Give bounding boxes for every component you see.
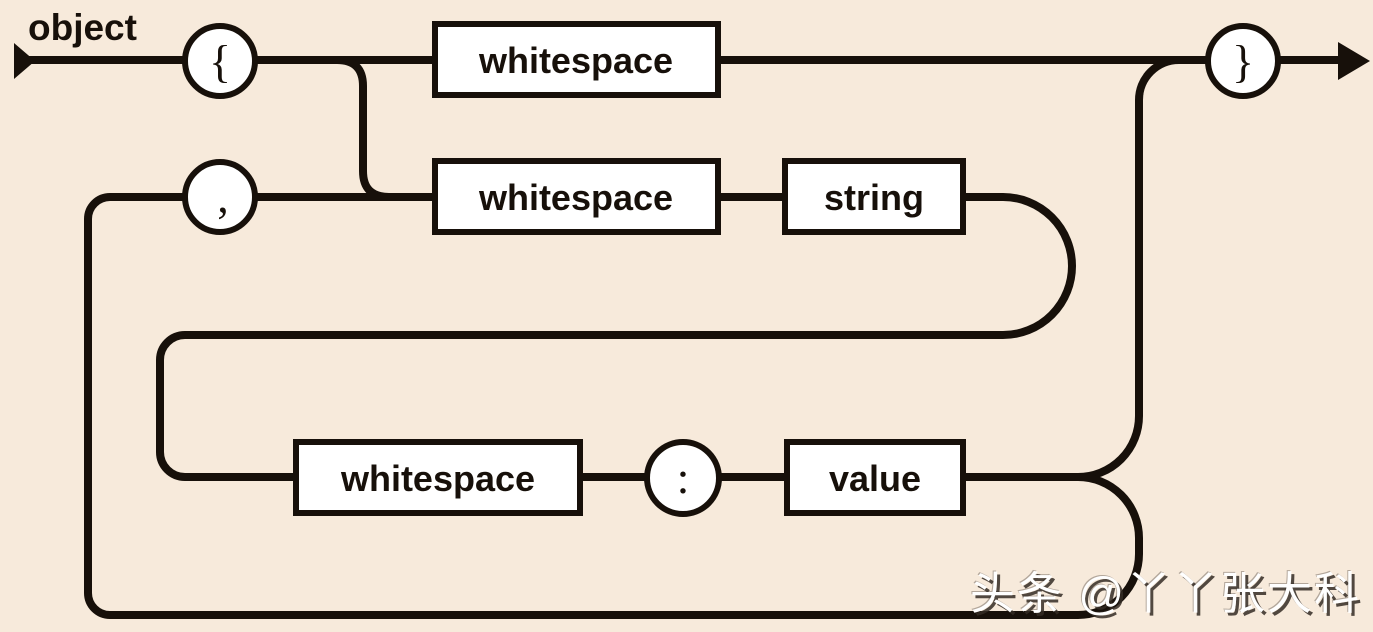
terminal-colon-circle — [644, 439, 722, 517]
track-branch-down — [336, 56, 390, 201]
terminal-colon-label: : — [677, 452, 690, 503]
terminal-comma-circle — [182, 159, 258, 235]
track-string-to-value-row — [110, 193, 1078, 481]
track-loop-back-comma — [84, 193, 1143, 619]
terminal-open-brace-circle — [182, 23, 258, 99]
terminal-colon: : — [644, 439, 722, 517]
node-whitespace-top: whitespace — [432, 21, 721, 98]
node-whitespace-mid: whitespace — [432, 158, 721, 235]
node-whitespace-top-label: whitespace — [478, 40, 673, 81]
node-string-label: string — [824, 177, 924, 218]
node-string-box — [782, 158, 966, 235]
node-whitespace-bottom-box — [293, 439, 583, 516]
node-string: string — [782, 158, 966, 235]
node-whitespace-bottom: whitespace — [293, 439, 583, 516]
node-whitespace-top-box — [432, 21, 721, 98]
node-value: value — [784, 439, 966, 516]
terminal-comma-label: , — [217, 171, 229, 222]
track-value-up-merge — [1077, 56, 1180, 481]
start-arrow-icon — [14, 43, 35, 79]
node-value-label: value — [829, 458, 921, 499]
node-value-box — [784, 439, 966, 516]
rule-title: object — [28, 7, 137, 48]
terminal-comma: , — [182, 159, 258, 235]
terminal-close-brace-circle — [1205, 23, 1281, 99]
node-whitespace-bottom-label: whitespace — [340, 458, 535, 499]
node-whitespace-mid-box — [432, 158, 721, 235]
node-whitespace-mid-label: whitespace — [478, 177, 673, 218]
terminal-close-brace-label: } — [1232, 36, 1254, 87]
terminal-close-brace: } — [1205, 23, 1281, 99]
terminal-open-brace: { — [182, 23, 258, 99]
terminal-open-brace-label: { — [209, 36, 231, 87]
end-arrow-icon — [1338, 42, 1370, 80]
